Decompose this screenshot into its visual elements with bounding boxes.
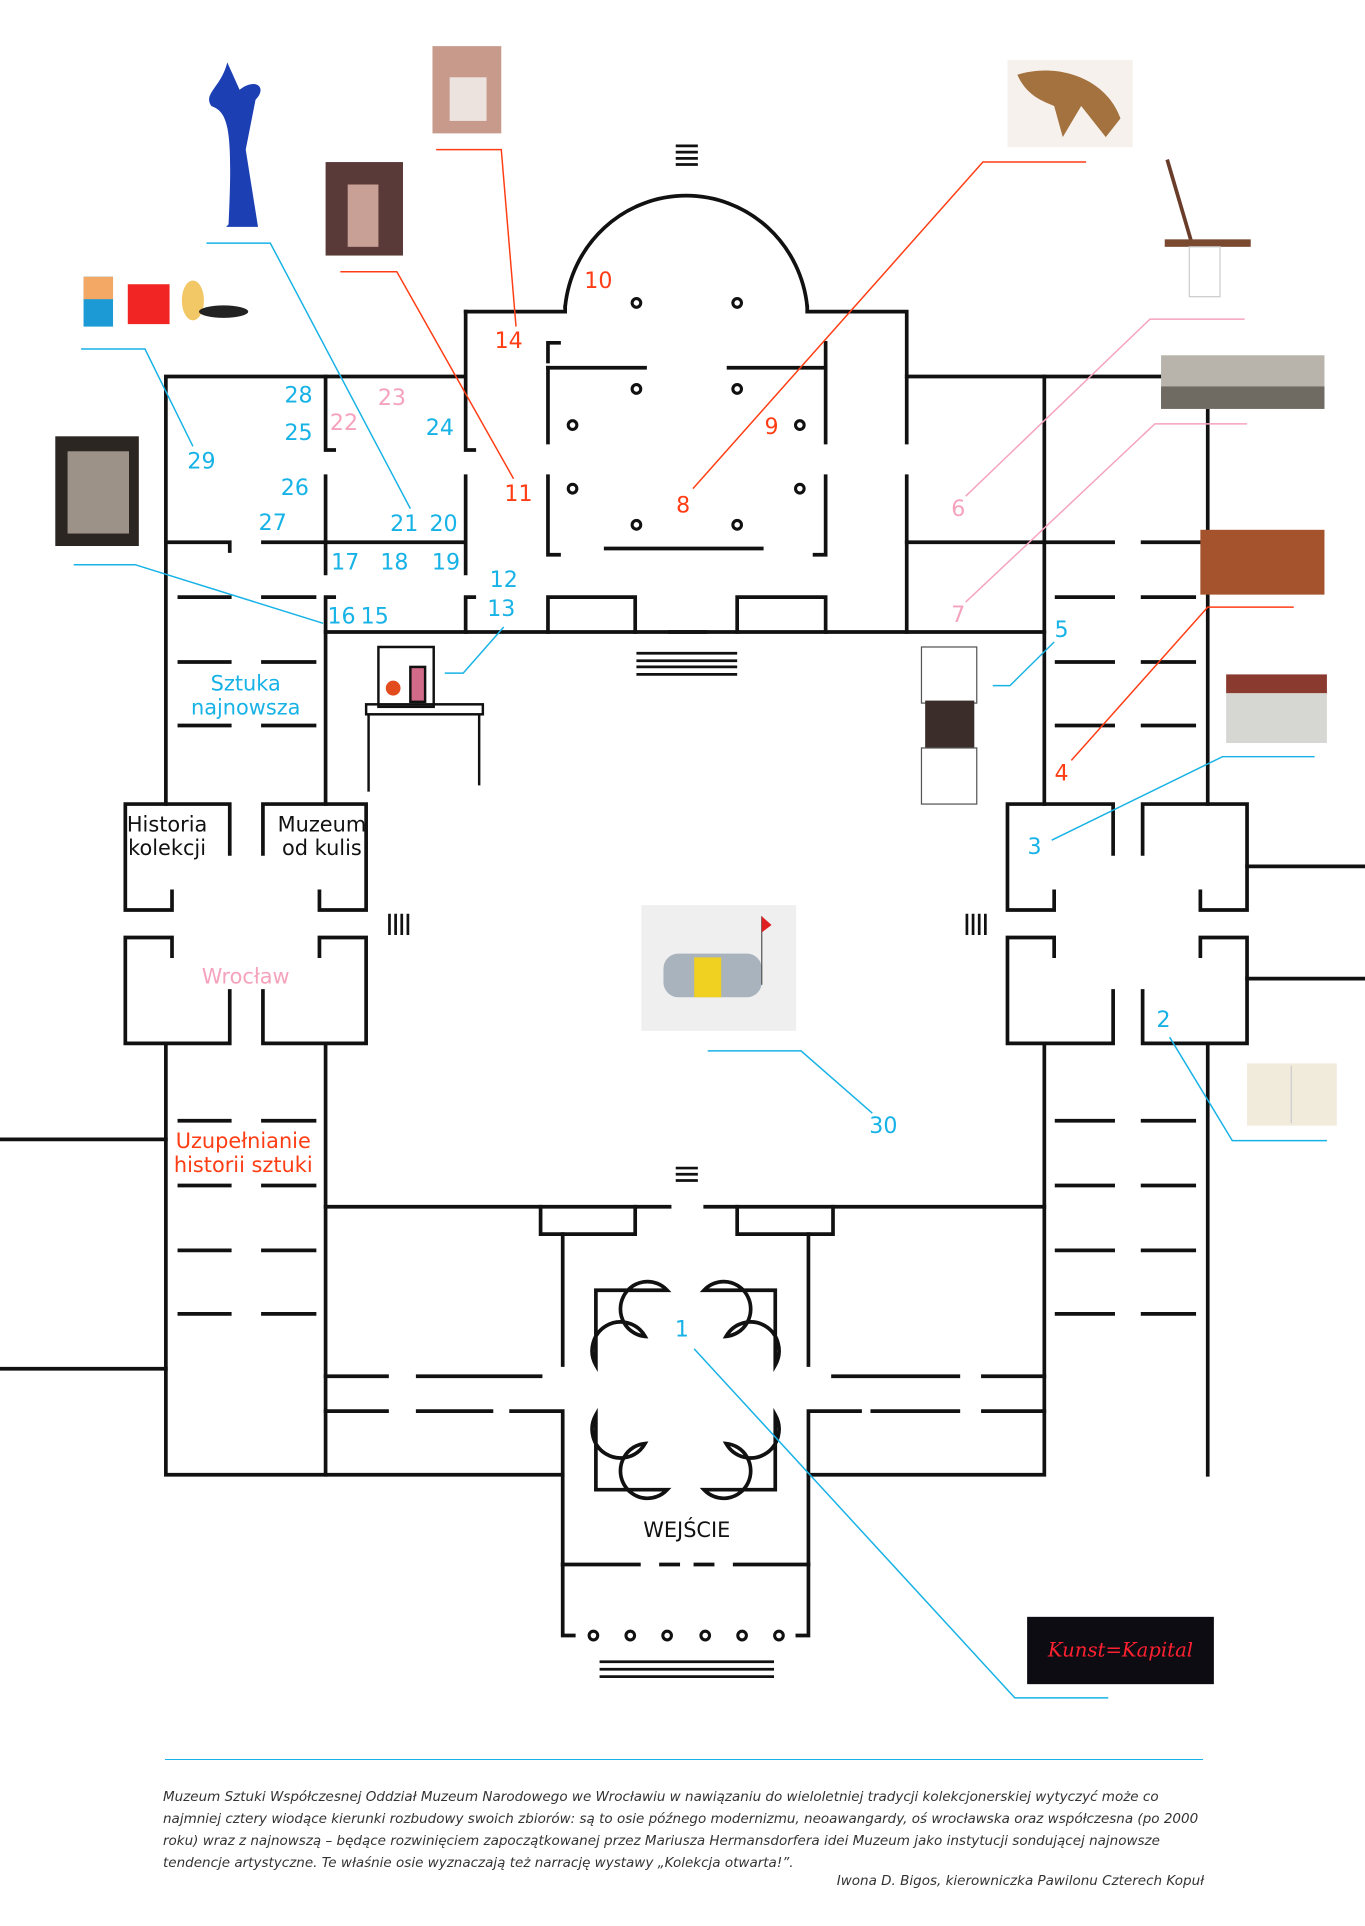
number-20: 20 <box>429 511 457 537</box>
number-7: 7 <box>951 602 965 628</box>
number-17: 17 <box>331 550 359 576</box>
caption-text: Muzeum Sztuki Współczesnej Oddział Muzeu… <box>163 1789 1199 1871</box>
caption-author: Iwona D. Bigos, kierowniczka Pawilonu Cz… <box>836 1873 1204 1889</box>
pedestal-object-image <box>920 646 978 805</box>
room-label-muzeum-2: od kulis <box>282 835 362 860</box>
number-26: 26 <box>281 475 309 501</box>
entrance-label: WEJŚCIE <box>643 1517 730 1542</box>
room-label-muzeum: Muzeum <box>278 811 367 836</box>
leader-lines <box>73 148 1327 1699</box>
neon-image <box>1027 1616 1214 1685</box>
number-3: 3 <box>1027 834 1041 860</box>
divider <box>165 1759 1203 1760</box>
neon-text: Kunst=Kapital <box>1047 1639 1193 1662</box>
number-28: 28 <box>284 383 312 409</box>
number-18: 18 <box>380 550 408 576</box>
number-8: 8 <box>676 492 690 518</box>
number-21: 21 <box>390 511 418 537</box>
number-24: 24 <box>426 415 454 441</box>
number-16: 16 <box>327 603 355 629</box>
number-15: 15 <box>361 603 389 629</box>
number-13: 13 <box>487 596 515 622</box>
room-label-uzupelnianie: Uzupełnianie <box>176 1128 311 1153</box>
number-12: 12 <box>490 567 518 593</box>
room-label-sztuka-2: najnowsza <box>191 694 300 719</box>
blue-sculpture-image <box>209 62 261 227</box>
number-4: 4 <box>1054 760 1068 786</box>
room-label-historia: Historia <box>127 811 207 836</box>
artwork-numbers: 1 2 3 4 5 6 7 8 9 10 11 12 13 14 15 16 1… <box>187 268 1170 1343</box>
number-19: 19 <box>432 550 460 576</box>
number-9: 9 <box>765 414 779 440</box>
stairs <box>388 144 987 1679</box>
number-22: 22 <box>330 410 358 436</box>
number-23: 23 <box>378 385 406 411</box>
number-6: 6 <box>951 496 965 522</box>
number-25: 25 <box>284 420 312 446</box>
room-label-uzupelnianie-2: historii sztuki <box>174 1152 313 1177</box>
number-11: 11 <box>504 481 532 507</box>
number-1: 1 <box>675 1316 689 1342</box>
number-2: 2 <box>1156 1007 1170 1033</box>
number-30: 30 <box>869 1113 897 1139</box>
relief-image <box>1200 529 1325 595</box>
room-label-wroclaw: Wrocław <box>202 963 290 988</box>
vitrine-table-image <box>364 645 485 792</box>
artwork-thumbnails: Kunst=Kapital <box>55 46 1337 1685</box>
number-27: 27 <box>259 510 287 536</box>
number-29: 29 <box>187 449 215 475</box>
room-label-sztuka: Sztuka <box>211 670 281 695</box>
number-14: 14 <box>495 328 523 354</box>
room-labels: Sztuka najnowsza Historia kolekcji Muzeu… <box>127 670 730 1542</box>
columns <box>566 297 806 1642</box>
walls <box>0 193 1365 1638</box>
room-label-historia-2: kolekcji <box>128 835 206 860</box>
number-5: 5 <box>1054 617 1068 643</box>
chair-object-image <box>1164 159 1251 298</box>
number-10: 10 <box>584 268 612 294</box>
colored-shapes-image <box>83 276 249 327</box>
